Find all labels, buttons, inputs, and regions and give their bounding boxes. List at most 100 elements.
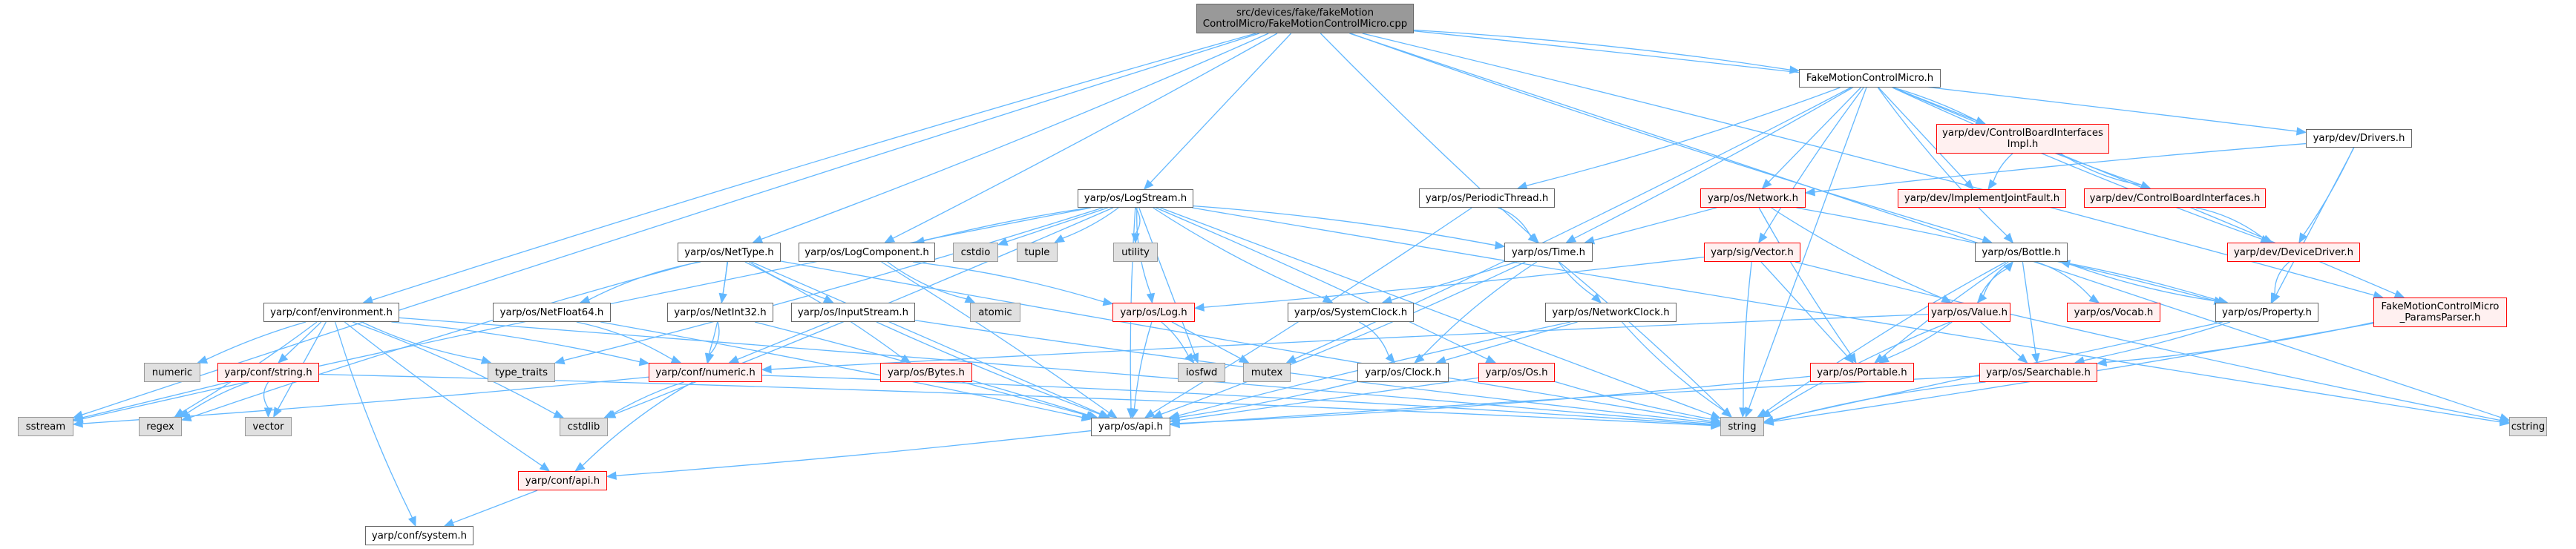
edge-logstream-to-cstring bbox=[1192, 207, 2501, 423]
graph-node-bytes[interactable]: yarp/os/Bytes.h bbox=[880, 363, 972, 382]
edge-environment-to-conf_numeric bbox=[391, 321, 640, 363]
edge-bottle-to-string bbox=[1765, 261, 2007, 413]
graph-node-networkclock[interactable]: yarp/os/NetworkClock.h bbox=[1545, 303, 1677, 322]
edge-logstream-to-cstdio bbox=[1006, 207, 1109, 243]
edge-network-to-portable bbox=[1758, 207, 1852, 356]
graph-node-fmcm-h[interactable]: FakeMotionControlMicro.h bbox=[1799, 69, 1941, 88]
graph-node-numeric: numeric bbox=[144, 363, 200, 382]
arrowhead-root-to-drivers bbox=[2295, 127, 2307, 136]
edge-networkclock-to-clock bbox=[1444, 321, 1578, 361]
graph-node-conf-string[interactable]: yarp/conf/string.h bbox=[217, 363, 319, 382]
arrowhead-vector_h-to-string bbox=[1739, 407, 1748, 418]
edge-vector_h-to-log bbox=[1203, 256, 1705, 308]
graph-node-vocab[interactable]: yarp/os/Vocab.h bbox=[2067, 303, 2160, 322]
arrowhead-fmcm_h-to-string bbox=[1745, 407, 1753, 418]
edge-vector_h-to-string bbox=[1743, 261, 1752, 409]
graph-node-conf-numeric[interactable]: yarp/conf/numeric.h bbox=[649, 363, 762, 382]
graph-node-vector-h[interactable]: yarp/sig/Vector.h bbox=[1704, 243, 1800, 262]
edge-value-to-searchable bbox=[1980, 321, 2021, 358]
arrowhead-systemclock-to-clock bbox=[1385, 352, 1396, 364]
graph-node-os-api[interactable]: yarp/os/api.h bbox=[1091, 418, 1170, 436]
edge-inputstream-to-string bbox=[914, 320, 1712, 424]
edge-logstream-to-time bbox=[1193, 206, 1496, 246]
arrowhead-os_api-to-conf_api bbox=[606, 471, 617, 480]
edge-fmcm_h-to-impl_jf bbox=[1878, 87, 1968, 183]
arrowhead-fmcm_h-to-mutex bbox=[1285, 355, 1297, 364]
graph-node-logstream[interactable]: yarp/os/LogStream.h bbox=[1078, 189, 1193, 208]
graph-node-os-h[interactable]: yarp/os/Os.h bbox=[1478, 363, 1555, 382]
arrowhead-conf_string-to-string bbox=[1711, 421, 1722, 430]
edge-logstream-to-type_traits bbox=[563, 207, 1104, 361]
arrowhead-conf_numeric-to-conf_api bbox=[574, 461, 586, 472]
edge-conf_numeric-to-conf_api bbox=[582, 381, 693, 467]
arrowhead-logstream-to-tuple bbox=[1054, 234, 1065, 243]
graph-node-environment[interactable]: yarp/conf/environment.h bbox=[263, 303, 399, 322]
graph-node-network[interactable]: yarp/os/Network.h bbox=[1700, 188, 1806, 208]
edge-root-to-logstream bbox=[1150, 33, 1292, 183]
graph-node-devicedriver[interactable]: yarp/dev/DeviceDriver.h bbox=[2227, 243, 2360, 262]
graph-node-inputstream[interactable]: yarp/os/InputStream.h bbox=[791, 303, 915, 322]
graph-node-nettype[interactable]: yarp/os/NetType.h bbox=[678, 243, 781, 262]
arrowhead-logstream-to-time bbox=[1494, 240, 1506, 250]
arrowhead-logstream-to-cstdio bbox=[997, 237, 1009, 246]
graph-node-clock[interactable]: yarp/os/Clock.h bbox=[1357, 363, 1449, 382]
arrowhead-drivers-to-network bbox=[1804, 188, 1816, 197]
arrowhead-logstream-to-string bbox=[1710, 411, 1722, 419]
arrowhead-periodic-to-time bbox=[1527, 233, 1538, 243]
graph-node-root[interactable]: src/devices/fake/fakeMotion ControlMicro… bbox=[1196, 4, 1414, 33]
arrowhead-logstream-to-type_traits bbox=[554, 356, 566, 365]
graph-node-conf-system[interactable]: yarp/conf/system.h bbox=[365, 526, 473, 545]
edge-network-to-time bbox=[1593, 207, 1717, 241]
graph-node-conf-api[interactable]: yarp/conf/api.h bbox=[518, 471, 607, 490]
graph-node-portable[interactable]: yarp/os/Portable.h bbox=[1810, 363, 1914, 382]
edge-clock-to-os_api bbox=[1179, 381, 1358, 418]
edge-log-to-os_api bbox=[1133, 321, 1153, 410]
graph-node-time[interactable]: yarp/os/Time.h bbox=[1504, 243, 1593, 262]
graph-node-searchable[interactable]: yarp/os/Searchable.h bbox=[1979, 363, 2097, 382]
arrowhead-environment-to-conf_numeric bbox=[638, 358, 650, 366]
edge-root-to-paramsparser bbox=[1362, 33, 2375, 296]
graph-node-impl-jf[interactable]: yarp/dev/ImplementJointFault.h bbox=[1898, 189, 2066, 208]
arrowhead-root-to-nettype bbox=[752, 234, 764, 243]
edge-conf_api-to-conf_system bbox=[452, 490, 538, 524]
edge-logstream-to-os_h bbox=[1156, 207, 1488, 360]
edge-fmcm_h-to-periodic bbox=[1526, 87, 1841, 187]
edge-cbi-to-devicedriver bbox=[2195, 207, 2265, 240]
graph-node-vector: vector bbox=[245, 417, 292, 436]
edge-cbi_impl-to-impl_jf bbox=[1993, 153, 2013, 183]
edge-netfloat64-to-conf_numeric bbox=[576, 321, 673, 361]
graph-node-systemclock[interactable]: yarp/os/SystemClock.h bbox=[1288, 303, 1414, 322]
arrowhead-conf_string-to-vector bbox=[263, 407, 273, 418]
graph-node-property[interactable]: yarp/os/Property.h bbox=[2215, 303, 2318, 322]
graph-node-string: string bbox=[1720, 417, 1764, 436]
edge-log-to-iosfwd bbox=[1161, 321, 1189, 356]
arrowhead-paramsparser-to-searchable bbox=[2096, 358, 2108, 366]
graph-node-periodic[interactable]: yarp/os/PeriodicThread.h bbox=[1419, 188, 1555, 208]
arrowhead-environment-to-numeric bbox=[197, 355, 209, 364]
edge-environment-to-numeric bbox=[206, 321, 307, 361]
arrowhead-environment-to-conf_string bbox=[278, 353, 289, 364]
graph-node-bottle[interactable]: yarp/os/Bottle.h bbox=[1975, 243, 2068, 262]
arrowhead-fmcm_h-to-network bbox=[1761, 179, 1772, 189]
graph-node-netfloat64[interactable]: yarp/os/NetFloat64.h bbox=[493, 303, 611, 322]
edge-root-to-environment bbox=[371, 33, 1256, 301]
graph-node-cbi[interactable]: yarp/dev/ControlBoardInterfaces.h bbox=[2084, 188, 2266, 208]
graph-node-cbi-impl[interactable]: yarp/dev/ControlBoardInterfaces Impl.h bbox=[1936, 124, 2109, 154]
edge-cbi_impl-to-cbi bbox=[2060, 153, 2143, 186]
arrowhead-log-to-mutex bbox=[1238, 355, 1250, 364]
graph-node-drivers[interactable]: yarp/dev/Drivers.h bbox=[2306, 129, 2412, 148]
arrowhead-networkclock-to-string bbox=[1721, 407, 1732, 418]
edge-drivers-to-property bbox=[2275, 147, 2355, 295]
arrowhead-periodic-to-os_api bbox=[1144, 409, 1156, 418]
graph-node-value[interactable]: yarp/os/Value.h bbox=[1928, 303, 2010, 322]
graph-node-logcomponent[interactable]: yarp/os/LogComponent.h bbox=[799, 243, 935, 262]
graph-node-netint32[interactable]: yarp/os/NetInt32.h bbox=[667, 303, 773, 322]
arrowhead-fmcm_h-to-paramsparser bbox=[2393, 289, 2405, 298]
graph-node-paramsparser[interactable]: FakeMotionControlMicro _ParamsParser.h bbox=[2373, 297, 2507, 327]
edge-conf_string-to-sstream bbox=[82, 381, 229, 418]
edge-fmcm_h-to-string bbox=[1748, 87, 1867, 409]
arrowhead-logstream-to-cstring bbox=[2499, 418, 2511, 427]
graph-node-log[interactable]: yarp/os/Log.h bbox=[1112, 303, 1195, 322]
edge-conf_string-to-regex bbox=[187, 381, 249, 414]
